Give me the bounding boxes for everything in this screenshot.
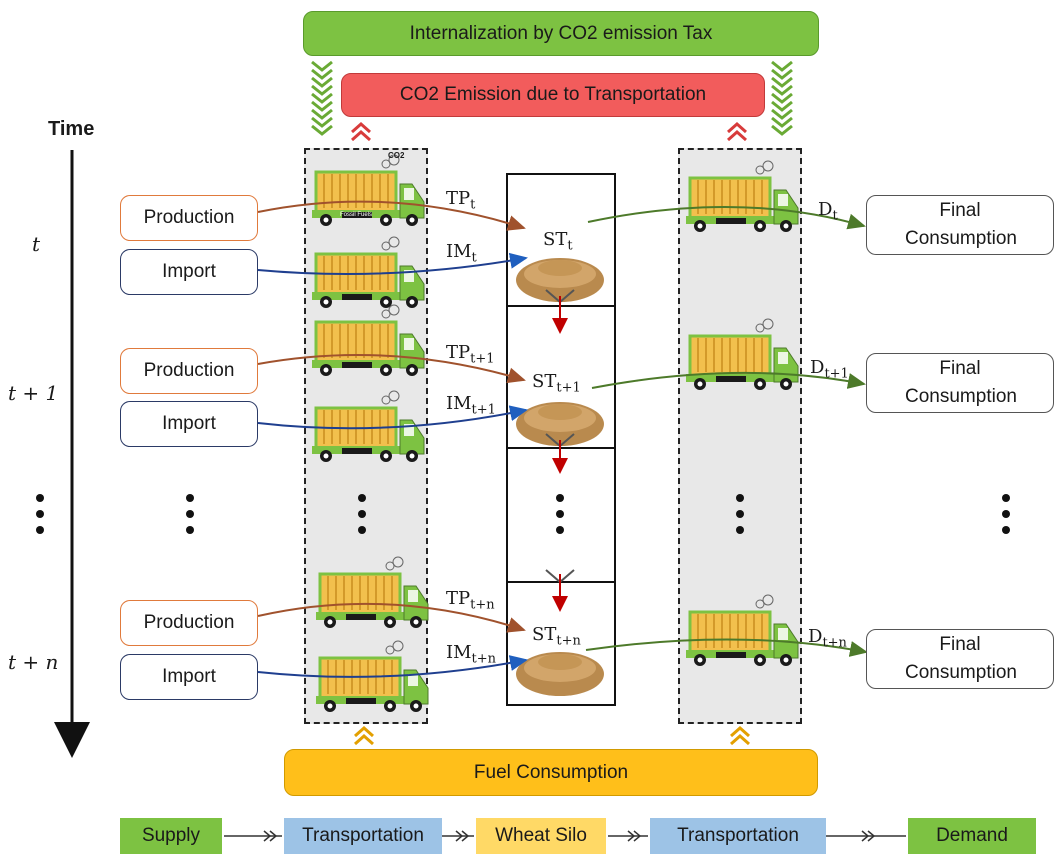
co2-emission-banner: CO2 Emission due to Transportation xyxy=(341,73,765,117)
eq-base: IM xyxy=(446,241,472,262)
production-label: Production xyxy=(143,359,235,381)
production-node-tn: Production xyxy=(120,600,258,646)
production-node-t: Production xyxy=(120,195,258,241)
legend-transportation-2: Transportation xyxy=(650,818,826,854)
eq-im-t1: IMt+1 xyxy=(446,393,496,418)
legend-transportation-label: Transportation xyxy=(677,825,799,846)
legend-demand: Demand xyxy=(908,818,1036,854)
co2-tax-label: Internalization by CO2 emission Tax xyxy=(409,22,713,44)
co2-emission-label: CO2 Emission due to Transportation xyxy=(399,84,707,105)
eq-sub: t+1 xyxy=(556,380,581,396)
legend-supply-label: Supply xyxy=(141,825,201,846)
final-consumption-label: Final Consumption xyxy=(905,199,1017,250)
eq-d-t: Dt xyxy=(818,199,838,224)
final-consumption-label: Final Consumption xyxy=(905,357,1017,408)
eq-tp-t1: TPt+1 xyxy=(446,342,495,367)
eq-st-t: STt xyxy=(543,229,573,254)
eq-st-t1: STt+1 xyxy=(532,371,581,396)
eq-im-t: IMt xyxy=(446,241,477,266)
fuel-consumption-banner: Fuel Consumption xyxy=(284,749,818,796)
eq-tp-t: TPt xyxy=(446,188,475,213)
time-label-t1: t + 1 xyxy=(8,381,59,405)
eq-d-t1: Dt+1 xyxy=(810,357,849,382)
import-label: Import xyxy=(162,412,216,434)
eq-base: IM xyxy=(446,642,472,663)
final-consumption-label: Final Consumption xyxy=(905,633,1017,684)
production-node-t1: Production xyxy=(120,348,258,394)
eq-d-tn: Dt+n xyxy=(808,626,847,651)
eq-base: D xyxy=(808,626,823,647)
eq-sub: t xyxy=(471,250,477,266)
legend-demand-label: Demand xyxy=(936,825,1008,846)
eq-base: ST xyxy=(532,371,557,392)
time-label-t: t xyxy=(32,232,41,256)
eq-sub: t xyxy=(832,208,838,224)
eq-base: IM xyxy=(446,393,472,414)
legend-transportation-label: Transportation xyxy=(302,825,424,846)
import-node-t1: Import xyxy=(120,401,258,447)
eq-base: D xyxy=(818,199,833,220)
eq-sub: t+n xyxy=(822,635,847,651)
eq-base: TP xyxy=(446,342,471,363)
eq-sub: t+n xyxy=(470,597,495,613)
co2-tax-banner: Internalization by CO2 emission Tax xyxy=(303,11,819,56)
time-heading: Time xyxy=(48,118,95,140)
eq-base: D xyxy=(810,357,825,378)
import-node-t: Import xyxy=(120,249,258,295)
legend-wheat-silo-label: Wheat Silo xyxy=(495,825,587,846)
legend-supply: Supply xyxy=(120,818,222,854)
eq-base: ST xyxy=(543,229,568,250)
eq-sub: t+1 xyxy=(824,366,849,382)
eq-sub: t xyxy=(470,197,476,213)
legend-transportation-1: Transportation xyxy=(284,818,442,854)
production-label: Production xyxy=(143,206,235,228)
final-consumption-node-tn: Final Consumption xyxy=(866,629,1054,689)
eq-im-tn: IMt+n xyxy=(446,642,496,667)
import-label: Import xyxy=(162,260,216,282)
fuel-consumption-label: Fuel Consumption xyxy=(473,761,629,783)
final-consumption-node-t1: Final Consumption xyxy=(866,353,1054,413)
legend-wheat-silo: Wheat Silo xyxy=(476,818,606,854)
truck-fuel-label: Fossil Fuels xyxy=(340,212,373,218)
import-node-tn: Import xyxy=(120,654,258,700)
eq-sub: t+n xyxy=(471,651,497,667)
eq-sub: t+1 xyxy=(470,351,495,367)
time-label-tn: t + n xyxy=(8,650,59,674)
eq-tp-tn: TPt+n xyxy=(446,588,495,613)
truck-co2-label: CO2 xyxy=(388,151,405,160)
eq-base: TP xyxy=(446,188,471,209)
eq-sub: t+1 xyxy=(471,402,496,418)
production-label: Production xyxy=(143,611,235,633)
eq-sub: t xyxy=(567,238,573,254)
eq-st-tn: STt+n xyxy=(532,624,581,649)
eq-sub: t+n xyxy=(556,633,581,649)
final-consumption-node-t: Final Consumption xyxy=(866,195,1054,255)
import-label: Import xyxy=(162,665,216,687)
eq-base: ST xyxy=(532,624,557,645)
eq-base: TP xyxy=(446,588,471,609)
